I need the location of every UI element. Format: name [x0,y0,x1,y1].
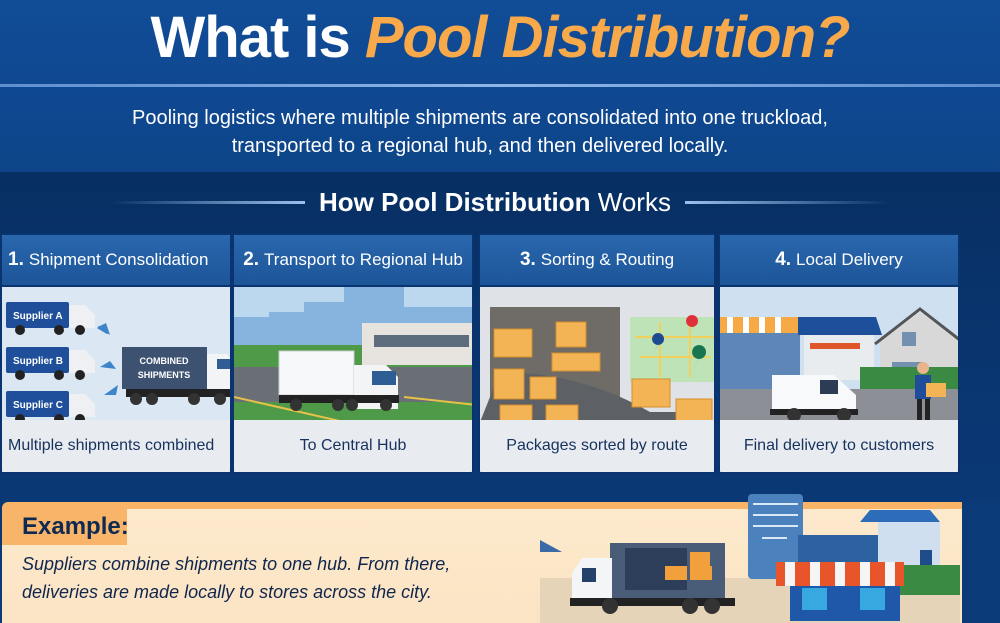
section-title-bold: How Pool Distribution [319,186,591,217]
delivery-truck-icon [570,543,735,614]
courier-icon [915,362,946,421]
svg-text:Supplier B: Supplier B [13,356,63,367]
truck-icon [278,350,399,411]
svg-text:COMBINED: COMBINED [140,356,189,366]
subtitle: Pooling logistics where multiple shipmen… [40,104,920,160]
arrow-icon [540,540,562,552]
section-title-regular: Works [597,186,671,217]
step-title: Local Delivery [796,250,903,269]
supplier-truck-icon: Supplier A [6,302,95,335]
divider-left [110,200,306,204]
header-divider [0,84,1000,87]
step-card-sorting: 3.Sorting & Routing Packages sorted by r… [478,233,716,474]
step-card-consolidation: 1.Shipment Consolidation Supplier A Supp… [0,233,232,474]
storefront-icon [776,562,904,621]
van-icon [770,375,858,422]
svg-text:SHIPMENTS: SHIPMENTS [138,370,191,380]
step-header: 3.Sorting & Routing [480,235,714,287]
header-banner: What is Pool Distribution? Pooling logis… [0,0,1000,172]
step-header: 1.Shipment Consolidation [2,235,230,287]
step-title: Sorting & Routing [540,250,675,269]
step-number: 1. [8,249,24,270]
sorting-illustration [480,287,714,422]
supplier-truck-icon: Supplier B [6,347,95,380]
page-title: What is Pool Distribution? [0,4,1000,71]
step-number: 3. [519,249,536,270]
example-line-2: deliveries are made locally to stores ac… [22,582,432,602]
svg-text:Supplier A: Supplier A [13,311,63,322]
step-caption: To Central Hub [234,420,472,472]
arrow-icon [97,323,118,395]
subtitle-line-1: Pooling logistics where multiple shipmen… [132,107,828,129]
delivery-illustration [720,287,958,422]
step-number: 2. [243,249,260,270]
combined-truck-icon: COMBINED SHIPMENTS [122,347,230,405]
step-title: Shipment Consolidation [28,250,209,269]
step-caption: Packages sorted by route [480,420,714,472]
supplier-truck-icon: Supplier C [6,391,95,422]
example-illustration [479,490,960,623]
right-edge [962,500,1000,623]
example-text: Suppliers combine shipments to one hub. … [22,550,542,606]
step-header: 4.Local Delivery [720,235,958,287]
step-card-delivery: 4.Local Delivery [718,233,960,474]
section-title: How Pool Distribution Works [0,185,1000,219]
transport-illustration [234,287,472,422]
map-pin-icon [652,315,707,371]
example-label: Example: [2,509,129,545]
step-card-transport: 2.Transport to Regional Hub To Central H… [232,233,474,474]
title-prefix: What is [150,5,365,70]
title-highlight: Pool Distribution? [364,5,851,70]
subtitle-line-2: transported to a regional hub, and then … [231,135,729,157]
example-line-1: Suppliers combine shipments to one hub. … [22,554,451,574]
step-caption: Multiple shipments combined [2,420,230,472]
svg-text:Supplier C: Supplier C [13,400,63,411]
step-caption: Final delivery to customers [720,420,958,472]
consolidation-illustration: Supplier A Supplier B Supplier C [2,287,230,422]
step-header: 2.Transport to Regional Hub [234,235,472,287]
divider-right [684,200,890,204]
step-title: Transport to Regional Hub [264,250,463,269]
step-number: 4. [775,249,792,270]
